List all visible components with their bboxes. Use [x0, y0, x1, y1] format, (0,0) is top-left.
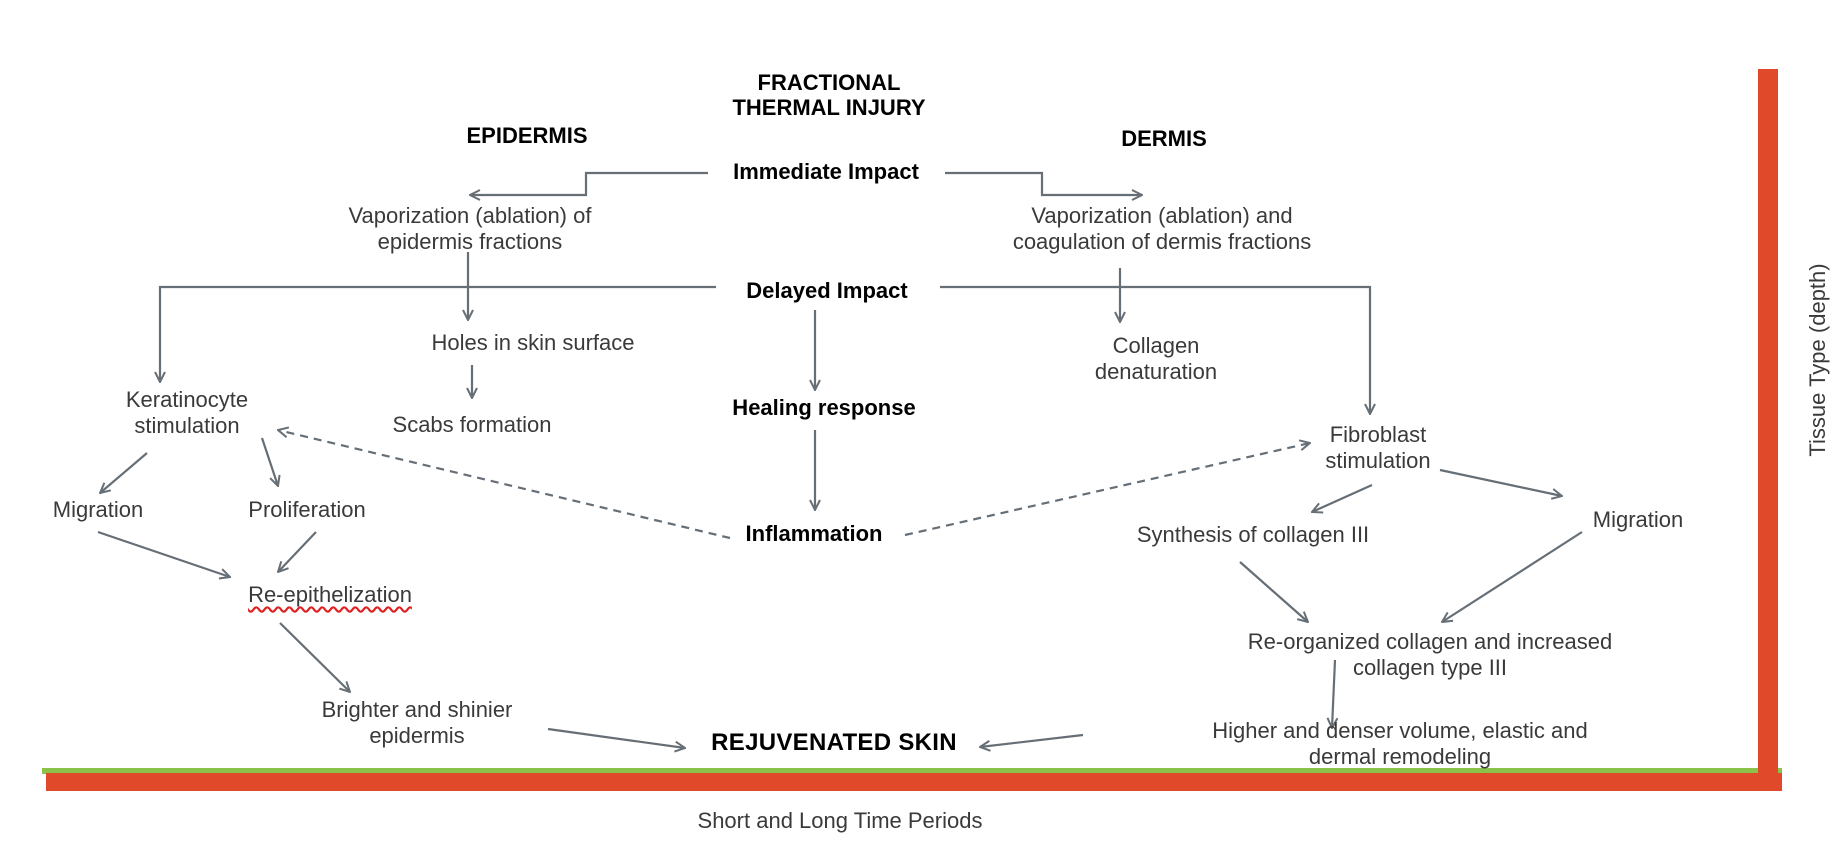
synthesis-of-collagen-iii: Synthesis of collagen III — [1136, 522, 1370, 547]
arrow-synthesis-to-reorganized — [1239, 561, 1308, 622]
higher-denser-volume: Higher and denser volume, elastic and de… — [1212, 718, 1588, 770]
x-axis-accent — [42, 768, 1782, 774]
reorganized-collagen: Re-organized collagen and increased coll… — [1247, 629, 1613, 681]
arrow-higher-to-rejuvenated — [980, 733, 1084, 747]
rejuvenated-skin: REJUVENATED SKIN — [711, 729, 957, 756]
re-epithelization: Re-epithelization — [248, 582, 412, 607]
arrow-migration-to-reorganized — [1442, 531, 1583, 622]
arrow-fibroblast-to-migration — [1439, 468, 1562, 496]
arrow-keratinocyte-to-proliferation — [260, 437, 278, 486]
arrow-proliferation-to-reepithelization — [278, 531, 317, 572]
dermis-vaporization-coagulation: Vaporization (ablation) and coagulation … — [1012, 203, 1312, 255]
arrow-immediate-to-dermis-vaporization — [945, 171, 1142, 195]
collagen-denaturation: Collagen denaturation — [1094, 333, 1218, 385]
arrow-reorganized-to-higher — [1332, 659, 1335, 728]
dermis-migration: Migration — [1592, 507, 1684, 532]
column-label-epidermis: EPIDERMIS — [466, 123, 588, 148]
stage-inflammation: Inflammation — [745, 521, 883, 546]
y-axis-label: Tissue Type (depth) — [1805, 263, 1830, 457]
arrow-delayed-to-fibroblast — [940, 285, 1370, 414]
holes-in-skin-surface: Holes in skin surface — [431, 330, 635, 355]
proliferation: Proliferation — [248, 497, 366, 522]
dashed-inflammation-to-keratinocyte — [278, 430, 731, 540]
stage-delayed-impact: Delayed Impact — [746, 278, 908, 303]
epidermis-migration: Migration — [52, 497, 144, 522]
x-axis-bar — [46, 773, 1782, 791]
arrow-keratinocyte-to-migration — [100, 452, 148, 493]
epidermis-vaporization: Vaporization (ablation) of epidermis fra… — [348, 203, 592, 255]
x-axis-label: Short and Long Time Periods — [697, 808, 983, 833]
brighter-shinier-epidermis: Brighter and shinier epidermis — [321, 697, 513, 749]
arrow-migration-to-reepithelization — [97, 530, 230, 577]
keratinocyte-stimulation: Keratinocyte stimulation — [125, 387, 249, 439]
stage-immediate-impact: Immediate Impact — [733, 159, 919, 184]
arrow-immediate-to-epidermis-vaporization — [470, 171, 708, 195]
column-label-dermis: DERMIS — [1121, 126, 1207, 151]
arrow-reepithelization-to-brighter — [279, 622, 350, 692]
y-axis-bar — [1758, 69, 1778, 791]
scabs-formation: Scabs formation — [392, 412, 552, 437]
diagram-title: FRACTIONAL THERMAL INJURY — [732, 70, 926, 121]
fibroblast-stimulation: Fibroblast stimulation — [1325, 422, 1431, 474]
arrow-fibroblast-to-synthesis — [1312, 483, 1373, 512]
arrow-brighter-to-rejuvenated — [547, 727, 685, 748]
stage-healing-response: Healing response — [732, 395, 916, 420]
arrow-delayed-to-keratinocyte — [160, 285, 716, 382]
